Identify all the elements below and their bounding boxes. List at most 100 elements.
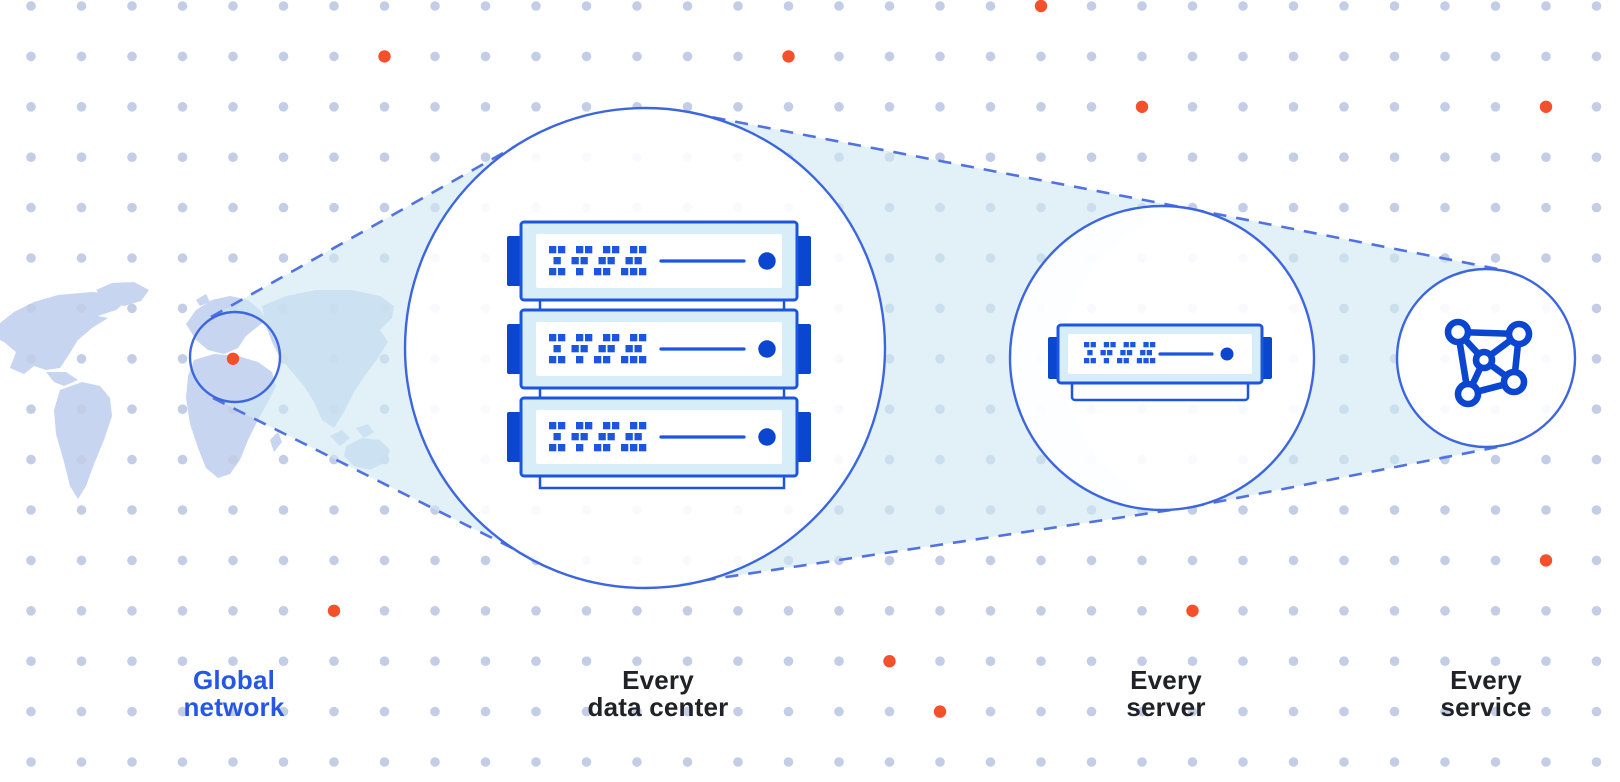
grid-dot — [127, 404, 137, 415]
label-every-server: Every server — [1126, 665, 1206, 722]
grid-dot — [1541, 505, 1551, 515]
grid-dot — [632, 51, 642, 62]
server-unit-icon — [505, 308, 813, 390]
grid-dot — [1591, 1, 1602, 11]
grid-dot — [26, 757, 36, 767]
grid-dot — [632, 656, 642, 666]
grid-dot — [1086, 706, 1097, 717]
grid-dot — [329, 1, 339, 11]
grid-dot — [76, 1, 87, 11]
grid-dot — [1591, 354, 1602, 364]
grid-dot — [935, 656, 945, 666]
grid-dot — [228, 656, 238, 666]
grid-dot — [127, 757, 137, 767]
grid-dot — [1389, 505, 1400, 515]
grid-dot — [1137, 152, 1147, 162]
grid-dot — [26, 454, 36, 465]
grid-dot — [480, 152, 491, 162]
grid-dot — [329, 202, 339, 213]
grid-dot — [278, 656, 289, 666]
region-highlight-circle-icon — [188, 310, 282, 404]
grid-dot — [177, 354, 188, 364]
grid-dot — [581, 656, 592, 666]
grid-dot — [1389, 152, 1400, 162]
grid-dot — [1036, 606, 1046, 616]
grid-dot — [76, 706, 87, 717]
grid-dot — [1187, 51, 1198, 62]
grid-dot — [26, 253, 36, 263]
grid-dot — [985, 102, 996, 112]
grid-dot — [834, 606, 844, 616]
grid-dot — [480, 706, 491, 717]
grid-dot — [1086, 656, 1097, 666]
grid-dot — [1541, 656, 1551, 666]
grid-dot-orange — [782, 50, 795, 63]
grid-dot — [985, 706, 996, 717]
grid-dot — [1288, 152, 1299, 162]
grid-dot — [1036, 706, 1046, 717]
grid-dot — [430, 555, 440, 566]
grid-dot — [76, 354, 87, 364]
grid-dot — [935, 555, 945, 566]
grid-dot — [1288, 1, 1299, 11]
network-mesh-icon — [1444, 318, 1533, 408]
grid-dot — [1591, 757, 1602, 767]
grid-dot — [1238, 152, 1248, 162]
grid-dot — [278, 202, 289, 213]
grid-dot — [1490, 102, 1501, 112]
grid-dot — [632, 757, 642, 767]
grid-dot — [1591, 202, 1602, 213]
grid-dot — [329, 505, 339, 515]
grid-dot — [1440, 102, 1450, 112]
grid-dot — [1490, 606, 1501, 616]
grid-dot-orange — [327, 604, 341, 617]
grid-dot — [379, 706, 390, 717]
grid-dot — [228, 454, 238, 465]
grid-dot — [1086, 606, 1097, 616]
grid-dot — [127, 303, 137, 314]
grid-dot — [531, 656, 541, 666]
label-global-network: Global network — [183, 665, 285, 722]
grid-dot — [278, 706, 289, 717]
grid-dot — [1490, 454, 1501, 465]
grid-dot — [228, 152, 238, 162]
grid-dot — [1440, 757, 1450, 767]
grid-dot — [1591, 706, 1602, 717]
grid-dot — [278, 1, 289, 11]
grid-dot — [1137, 555, 1147, 566]
grid-dot — [531, 706, 541, 717]
grid-dot — [127, 102, 137, 112]
grid-dot — [76, 202, 87, 213]
grid-dot — [379, 606, 390, 616]
grid-dot — [76, 505, 87, 515]
grid-dot — [783, 606, 794, 616]
grid-dot — [935, 51, 945, 62]
grid-dot — [76, 51, 87, 62]
grid-dot — [733, 102, 743, 112]
grid-dot — [1137, 1, 1147, 11]
grid-dot — [379, 757, 390, 767]
grid-dot — [1086, 102, 1097, 112]
grid-dot — [1440, 1, 1450, 11]
grid-dot — [733, 51, 743, 62]
grid-dot — [26, 706, 36, 717]
grid-dot — [1137, 51, 1147, 62]
grid-dot — [1440, 706, 1450, 717]
grid-dot — [127, 606, 137, 616]
grid-dot — [329, 555, 339, 566]
grid-dot — [1288, 656, 1299, 666]
grid-dot — [1339, 1, 1349, 11]
grid-dot — [177, 253, 188, 263]
grid-dot — [278, 757, 289, 767]
grid-dot — [177, 555, 188, 566]
grid-dot — [1086, 152, 1097, 162]
grid-dot — [1036, 102, 1046, 112]
grid-dot — [834, 51, 844, 62]
grid-dot — [834, 1, 844, 11]
label-every-data-center: Every data center — [587, 665, 729, 722]
grid-dot — [127, 706, 137, 717]
grid-dot — [1036, 152, 1046, 162]
grid-dot — [1591, 454, 1602, 465]
grid-dot — [1036, 656, 1046, 666]
